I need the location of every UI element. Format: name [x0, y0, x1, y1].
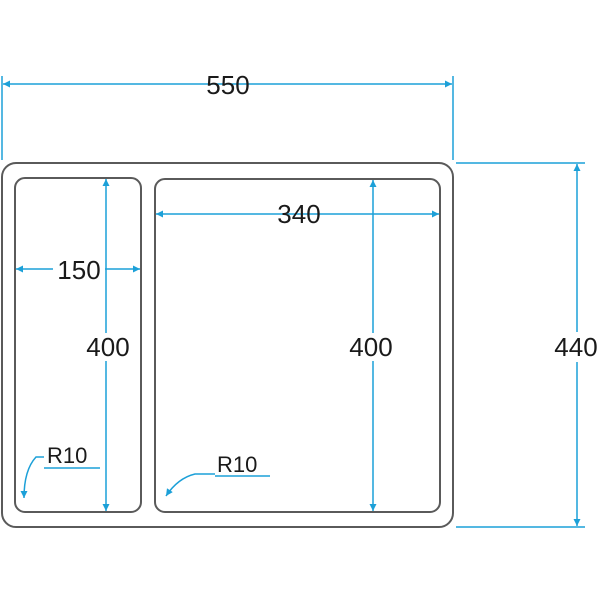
small-bowl-outline	[14, 177, 142, 513]
overall-height-label: 440	[554, 332, 597, 362]
small-bowl-radius-leader	[20, 456, 44, 499]
small-bowl-radius-callout: R10	[20, 443, 100, 499]
small-bowl-radius-label: R10	[47, 443, 87, 468]
large-bowl-height-dimension: 400	[348, 180, 398, 511]
large-bowl-outline	[154, 178, 441, 513]
overall-width-label: 550	[206, 70, 249, 100]
sink-outer-outline	[1, 162, 454, 528]
small-bowl-height-dimension: 400	[84, 179, 132, 511]
large-bowl-radius-leader	[165, 473, 215, 497]
small-bowl-height-label: 400	[86, 332, 129, 362]
overall-width-dimension: 550	[1, 70, 454, 160]
small-bowl-width-label: 150	[57, 255, 100, 285]
large-bowl-radius-callout: R10	[165, 452, 270, 497]
large-bowl-width-label: 340	[277, 199, 320, 229]
small-bowl-width-dimension: 150	[16, 255, 140, 285]
large-bowl-width-dimension: 340	[156, 199, 439, 229]
large-bowl-height-label: 400	[349, 332, 392, 362]
large-bowl-radius-label: R10	[217, 452, 257, 477]
overall-height-dimension: 440	[456, 162, 600, 528]
